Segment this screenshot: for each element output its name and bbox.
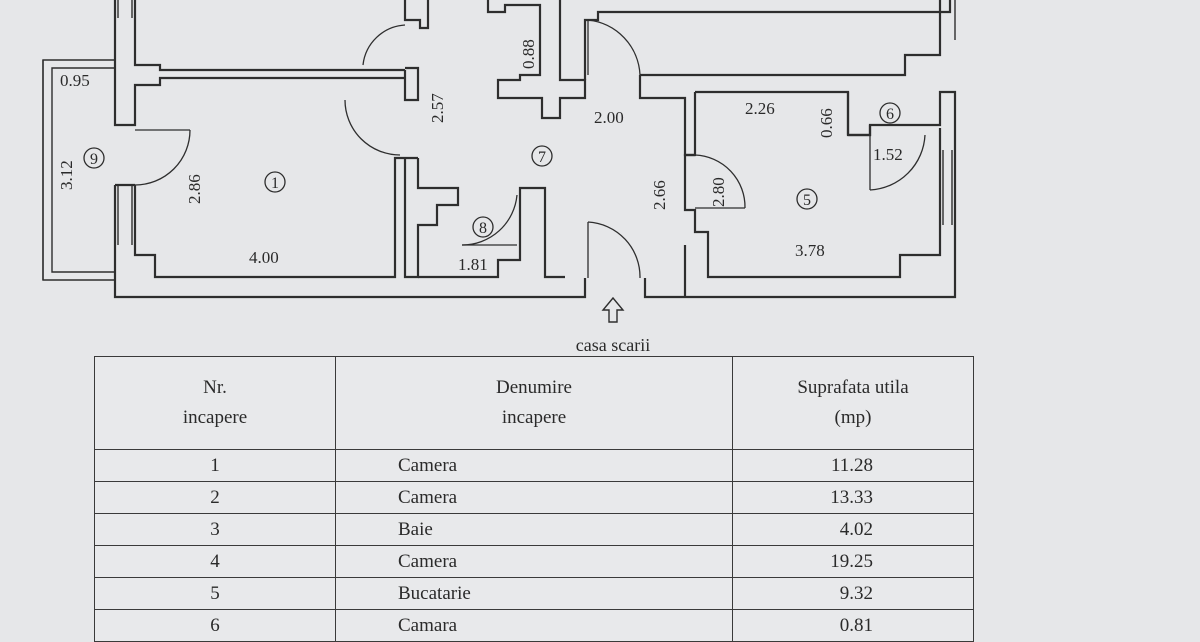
room-name: Bucatarie — [335, 577, 733, 610]
dim-balcony-length: 3.12 — [57, 160, 76, 190]
room-name: Camera — [335, 545, 733, 578]
room-number: 6 — [94, 609, 336, 642]
svg-text:8: 8 — [479, 220, 487, 237]
dim-entrance-depth: 2.66 — [650, 180, 669, 210]
room-number: 1 — [94, 449, 336, 482]
room-badge-9: 9 — [83, 147, 105, 169]
room-name: Baie — [335, 513, 733, 546]
header-room-name: Denumire incapere — [335, 356, 733, 450]
svg-text:5: 5 — [803, 192, 811, 209]
room-badge-6: 6 — [879, 102, 901, 124]
svg-text:1: 1 — [271, 175, 279, 192]
svg-text:7: 7 — [538, 149, 546, 166]
table-row: 2 Camera 13.33 — [94, 481, 974, 514]
table-row: 3 Baie 4.02 — [94, 513, 974, 546]
room-area: 19.25 — [732, 545, 974, 578]
entrance-arrow-icon — [601, 296, 625, 323]
room-area: 11.28 — [732, 449, 974, 482]
room-number: 3 — [94, 513, 336, 546]
room-badge-1: 1 — [264, 171, 286, 193]
room-name: Camara — [335, 609, 733, 642]
dim-pantry-depth: 0.66 — [817, 108, 836, 138]
room-number: 2 — [94, 481, 336, 514]
door-swings — [134, 19, 926, 279]
room-badge-8: 8 — [472, 216, 494, 238]
table-row: 4 Camera 19.25 — [94, 545, 974, 578]
room-area: 0.81 — [732, 609, 974, 642]
dim-pantry-width: 1.52 — [873, 145, 903, 164]
room-area: 4.02 — [732, 513, 974, 546]
room-area-table: Nr. incapere Denumire incapere Suprafata… — [94, 356, 974, 642]
dim-balcony-width: 0.95 — [60, 71, 90, 90]
header-room-number: Nr. incapere — [94, 356, 336, 450]
dim-room1-depth: 2.86 — [185, 174, 204, 204]
room-name: Camera — [335, 449, 733, 482]
dim-kitchen-top: 2.26 — [745, 99, 775, 118]
dim-kitchen-door: 2.80 — [709, 177, 728, 207]
room-name: Camera — [335, 481, 733, 514]
dim-room1-width: 4.00 — [249, 248, 279, 267]
dim-hall-width: 2.57 — [428, 93, 447, 123]
svg-text:9: 9 — [90, 151, 98, 168]
table-row: 1 Camera 11.28 — [94, 449, 974, 482]
table-header-row: Nr. incapere Denumire incapere Suprafata… — [94, 356, 974, 450]
dim-hall-length: 2.00 — [594, 108, 624, 127]
floor-plan: 0.95 3.12 2.86 4.00 2.57 0.88 2.00 2.66 … — [42, 0, 957, 355]
room-area: 9.32 — [732, 577, 974, 610]
svg-text:6: 6 — [886, 106, 894, 123]
dim-bath-width: 1.81 — [458, 255, 488, 274]
table-row: 5 Bucatarie 9.32 — [94, 577, 974, 610]
room-badge-7: 7 — [531, 145, 553, 167]
dim-corridor-width: 0.88 — [519, 39, 538, 69]
room-badge-5: 5 — [796, 188, 818, 210]
entrance-label: casa scarii — [576, 335, 650, 355]
room-number: 4 — [94, 545, 336, 578]
dim-kitchen-width: 3.78 — [795, 241, 825, 260]
walls — [42, 0, 957, 299]
table-row: 6 Camara 0.81 — [94, 609, 974, 642]
room-area: 13.33 — [732, 481, 974, 514]
room-number: 5 — [94, 577, 336, 610]
header-usable-area: Suprafata utila (mp) — [732, 356, 974, 450]
